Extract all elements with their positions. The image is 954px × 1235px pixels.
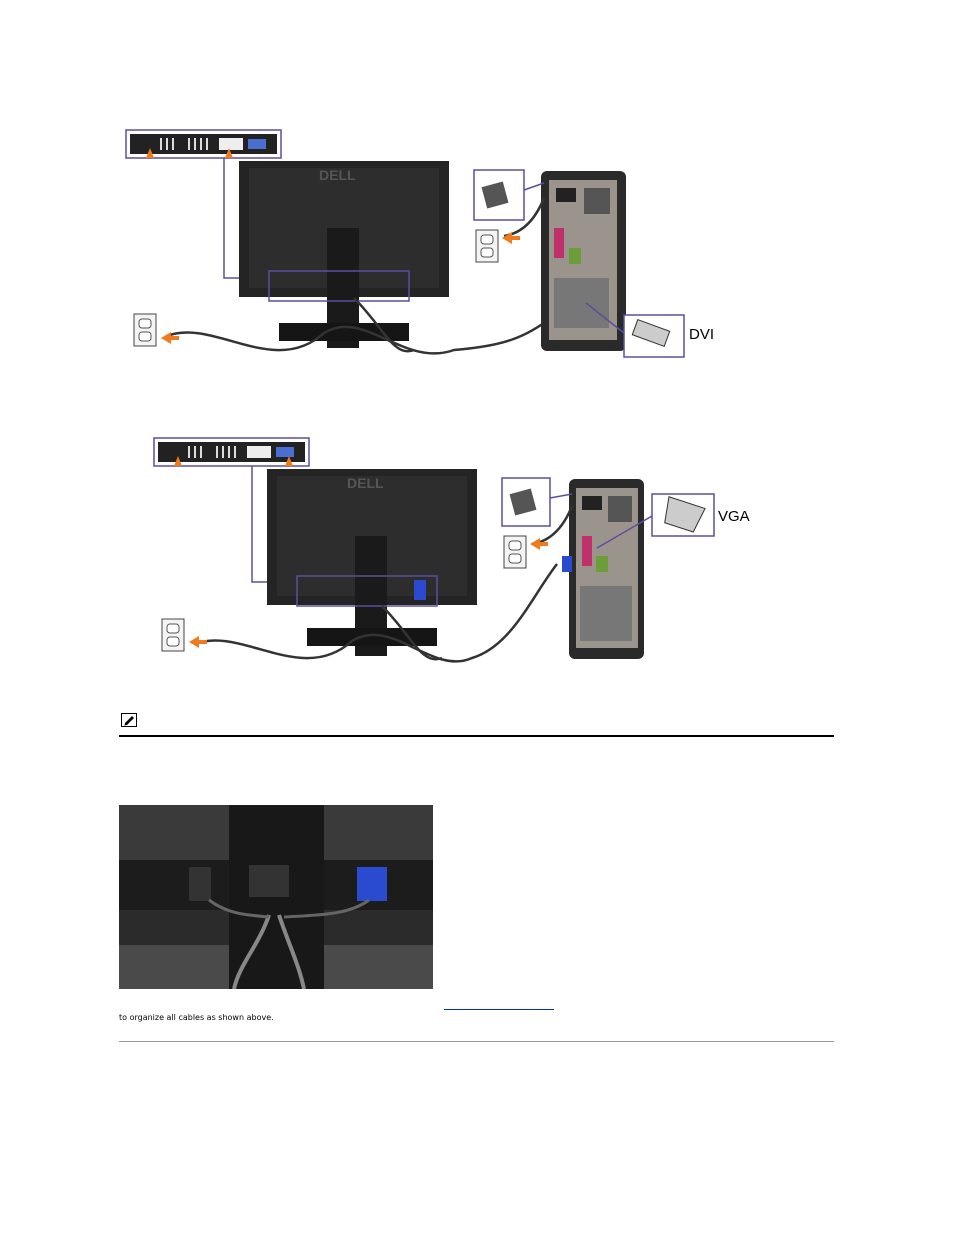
vga-connection-diagram: DELL [152, 436, 752, 676]
dvi-connection-diagram: DELL [124, 128, 724, 368]
cable-management-photo [119, 805, 433, 989]
svg-text:DELL: DELL [347, 475, 384, 491]
vga-label: VGA [718, 508, 750, 525]
hyperlink-underline[interactable] [444, 1009, 554, 1010]
note-divider [119, 735, 834, 737]
pencil-note-icon [121, 712, 137, 726]
dvi-label: DVI [689, 326, 714, 343]
svg-text:DELL: DELL [319, 167, 356, 183]
section-divider [119, 1041, 834, 1042]
cable-caption: to organize all cables as shown above. [119, 1013, 274, 1022]
